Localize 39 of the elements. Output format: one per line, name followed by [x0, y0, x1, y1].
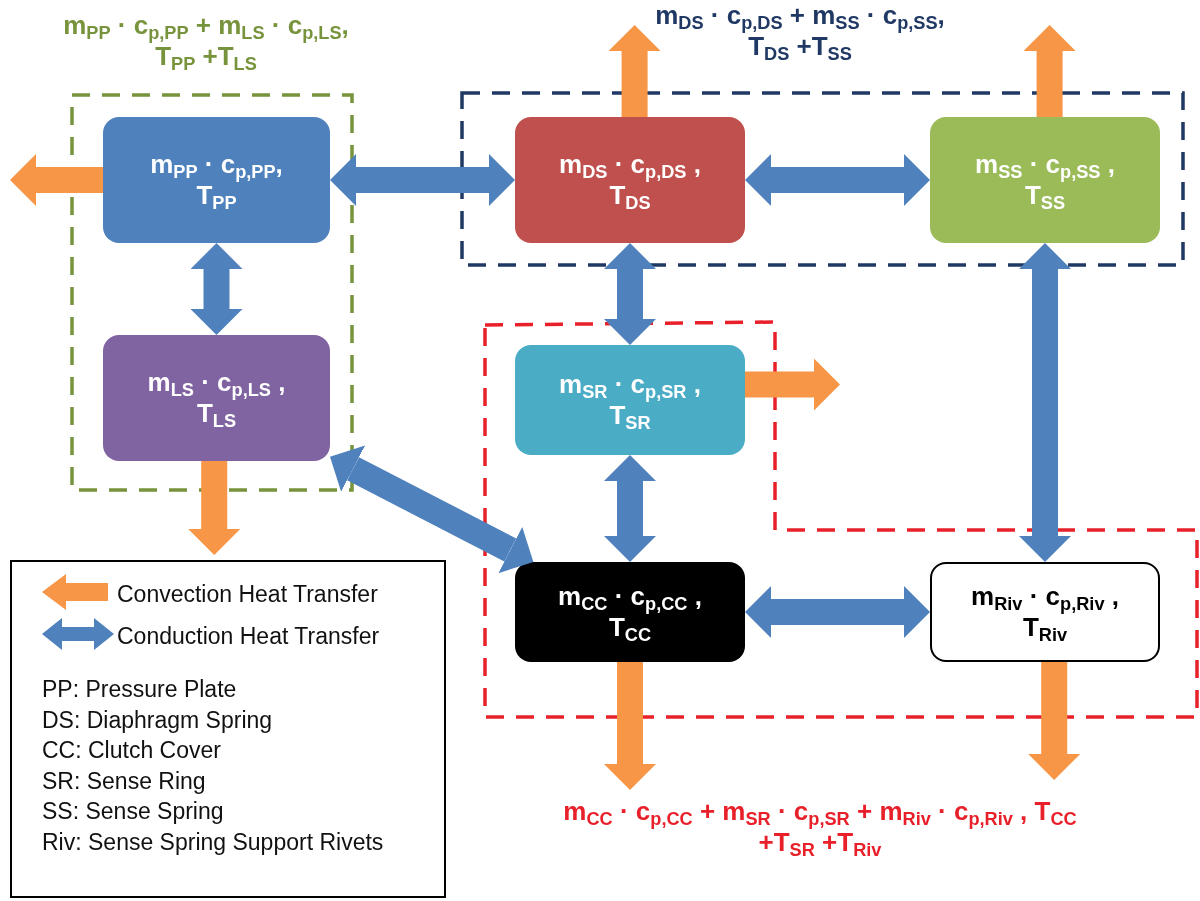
double-block-arrow [190, 243, 243, 335]
abbreviation-definition: DS: Diaphragm Spring [42, 706, 273, 734]
component-formula: m$_{CC}$ · c$_{p,CC}$ , T$_{CC}$ [557, 580, 703, 644]
component-box [515, 117, 745, 243]
block-arrow [608, 25, 661, 117]
component-box [103, 117, 330, 243]
component-formula: m$_{DS}$ · c$_{p,DS}$ , T$_{DS}$ [558, 148, 702, 212]
component-box [515, 345, 745, 455]
component-formula: m$_{SR}$ · c$_{p,SR}$ , T$_{SR}$ [558, 368, 702, 432]
abbreviation-definition: SR: Sense Ring [42, 767, 206, 795]
abbreviation-definition: SS: Sense Spring [42, 798, 224, 826]
legend-label: Convection Heat Transfer [117, 581, 378, 608]
double-block-arrow [745, 586, 930, 638]
component-box [515, 562, 745, 662]
block-arrow [1023, 25, 1076, 117]
abbreviation-definition: PP: Pressure Plate [42, 676, 237, 703]
component-box [930, 562, 1160, 662]
block-arrow [604, 662, 656, 790]
group-energy-formula: m$_{CC}$ · c$_{p,CC}$ + m$_{SR}$ · c$_{p,SR}$ + m$_{Riv}$ · c$_{p,Riv}$ , T$_{CC}$ +T$_{SR}$ +T$_{Riv}$ [562, 796, 1078, 859]
component-formula: m$_{PP}$ · c$_{p,PP}$, T$_{PP}$ [149, 148, 284, 212]
double-block-arrow [745, 154, 930, 206]
component-box [930, 117, 1160, 243]
abbreviation-definition: Riv: Sense Spring Support Rivets [42, 829, 384, 856]
double-block-arrow [330, 154, 515, 206]
group-energy-formula: m$_{DS}$ · c$_{p,DS}$ + m$_{SS}$ · c$_{p,SS}$, T$_{DS}$ +T$_{SS}$ [654, 0, 946, 63]
block-arrow [10, 154, 103, 206]
component-box [103, 335, 330, 461]
component-formula: m$_{SS}$ · c$_{p,SS}$ , T$_{SS}$ [974, 148, 1116, 212]
double-block-arrow [1019, 243, 1071, 562]
double-block-arrow [604, 455, 656, 562]
block-arrow [745, 358, 840, 411]
block-arrow [1028, 662, 1081, 780]
component-formula: m$_{Riv}$ · c$_{p,Riv}$ , T$_{Riv}$ [970, 580, 1120, 644]
block-arrow [188, 461, 241, 555]
component-formula: m$_{LS}$ · c$_{p,LS}$ , T$_{LS}$ [146, 366, 287, 430]
legend-label: Conduction Heat Transfer [117, 623, 380, 650]
group-energy-formula: m$_{PP}$ · c$_{p,PP}$ + m$_{LS}$ · c$_{p,LS}$, T$_{PP}$ +T$_{LS}$ [62, 10, 350, 73]
abbreviation-definition: CC: Clutch Cover [42, 737, 221, 765]
double-block-arrow [604, 243, 656, 345]
